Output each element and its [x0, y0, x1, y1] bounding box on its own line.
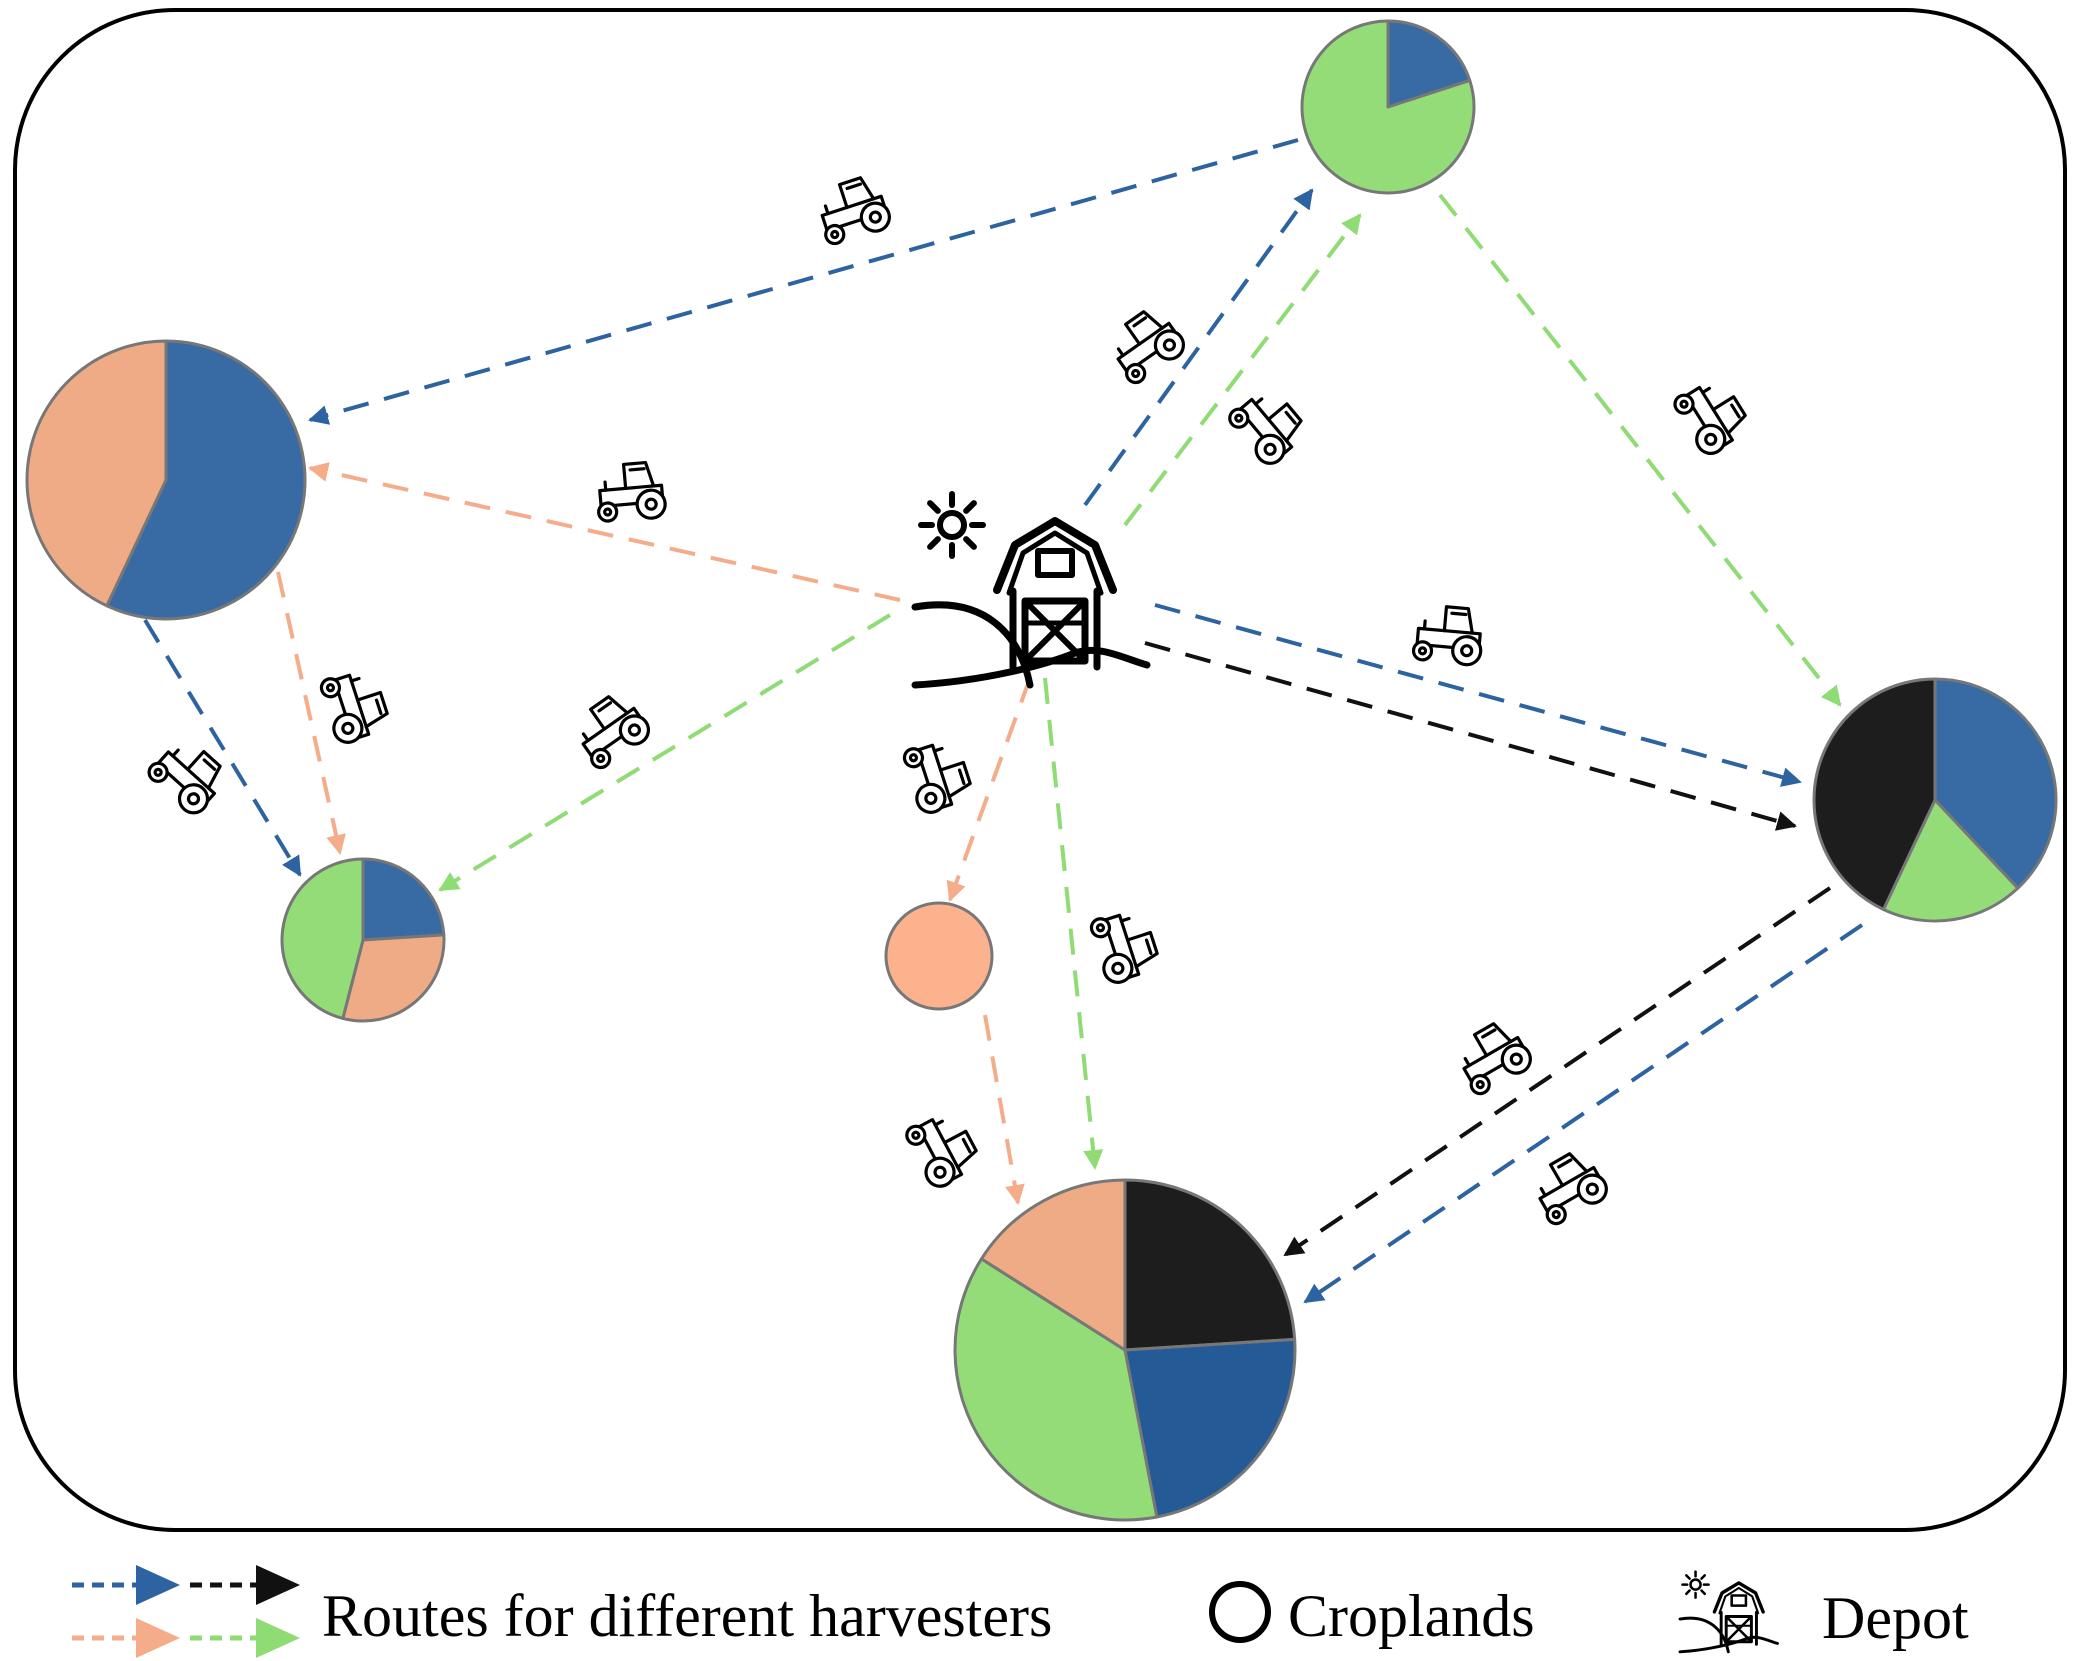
cropland-southwest [280, 857, 446, 1023]
cropland-slice [25, 339, 168, 608]
route-blue-east-to-south [1303, 923, 1864, 1304]
cropland-north [1300, 19, 1476, 195]
tractor-icon [1538, 1152, 1608, 1226]
barn-sun-icon [1678, 1570, 1779, 1654]
cropland-slice [280, 857, 365, 1020]
legend-croplands-label: Croplands [1288, 1583, 1535, 1649]
cropland-slice [1300, 19, 1476, 195]
depot [911, 491, 1151, 689]
cropland-slice [884, 901, 994, 1011]
cropland-slice [1933, 677, 2058, 890]
legend-routes-label: Routes for different harvesters [322, 1583, 1052, 1649]
cropland-slice [105, 339, 307, 621]
cropland-slice [1881, 798, 2020, 923]
tractor-icon [1462, 1022, 1532, 1096]
tractor-icon [1228, 397, 1303, 465]
route-blue-west-to-southwest [143, 618, 302, 877]
cropland-small [884, 901, 994, 1011]
route-green-depot-to-north [1123, 213, 1362, 527]
tractor-icon [1411, 605, 1483, 667]
croplands-layer [25, 19, 2058, 1522]
legend: Routes for different harvesters Cropland… [72, 1565, 1969, 1658]
legend-route-orange-arrowhead [136, 1618, 180, 1658]
tractor-icon [905, 1118, 978, 1188]
cropland-slice [1123, 1178, 1297, 1352]
legend-route-green-arrowhead [256, 1618, 300, 1658]
cropland-slice [1123, 1337, 1297, 1519]
legend-depot-label: Depot [1822, 1585, 1969, 1651]
route-black-depot-to-east [1144, 641, 1797, 831]
legend-route-arrows [72, 1565, 300, 1658]
route-green-north-to-east [1438, 193, 1842, 707]
tractor-icon [820, 176, 891, 246]
legend-depot-icon [1678, 1570, 1779, 1654]
route-blue-depot-to-east [1154, 603, 1802, 787]
map-frame [13, 8, 2067, 1532]
route-orange-small-to-south [983, 1014, 1025, 1205]
legend-route-black-arrowhead [256, 1565, 300, 1605]
cropland-east [1812, 677, 2058, 923]
cropland-slice [341, 933, 446, 1023]
tractor-icon [597, 460, 667, 523]
route-orange-depot-to-west [308, 462, 901, 602]
legend-cropland-icon [1209, 1581, 1271, 1643]
tractor-icon [581, 695, 651, 770]
route-orange-west-to-southwest [276, 571, 346, 855]
tractor-icon [902, 743, 972, 814]
tractor-icon [1089, 913, 1159, 984]
route-black-east-to-south [1283, 886, 1832, 1257]
cropland-slice [1812, 677, 1937, 911]
cropland-slice [361, 857, 446, 942]
cropland-slice [979, 1178, 1127, 1352]
tractor-icon [319, 673, 389, 744]
routes-layer [143, 138, 1864, 1304]
tractor-icon [1673, 385, 1747, 455]
cropland-south [953, 1178, 1297, 1522]
tractor-icon [1116, 310, 1186, 385]
cropland-west [25, 339, 307, 621]
route-blue-depot-to-north [1083, 188, 1314, 507]
harvesters-layer [147, 176, 1747, 1226]
barn-sun-icon [911, 491, 1151, 689]
route-green-depot-to-southwest [438, 613, 892, 892]
cropland-slice [953, 1257, 1159, 1522]
legend-route-blue-arrowhead [136, 1565, 180, 1605]
tractor-icon [147, 748, 222, 815]
route-blue-north-to-west [308, 138, 1299, 425]
